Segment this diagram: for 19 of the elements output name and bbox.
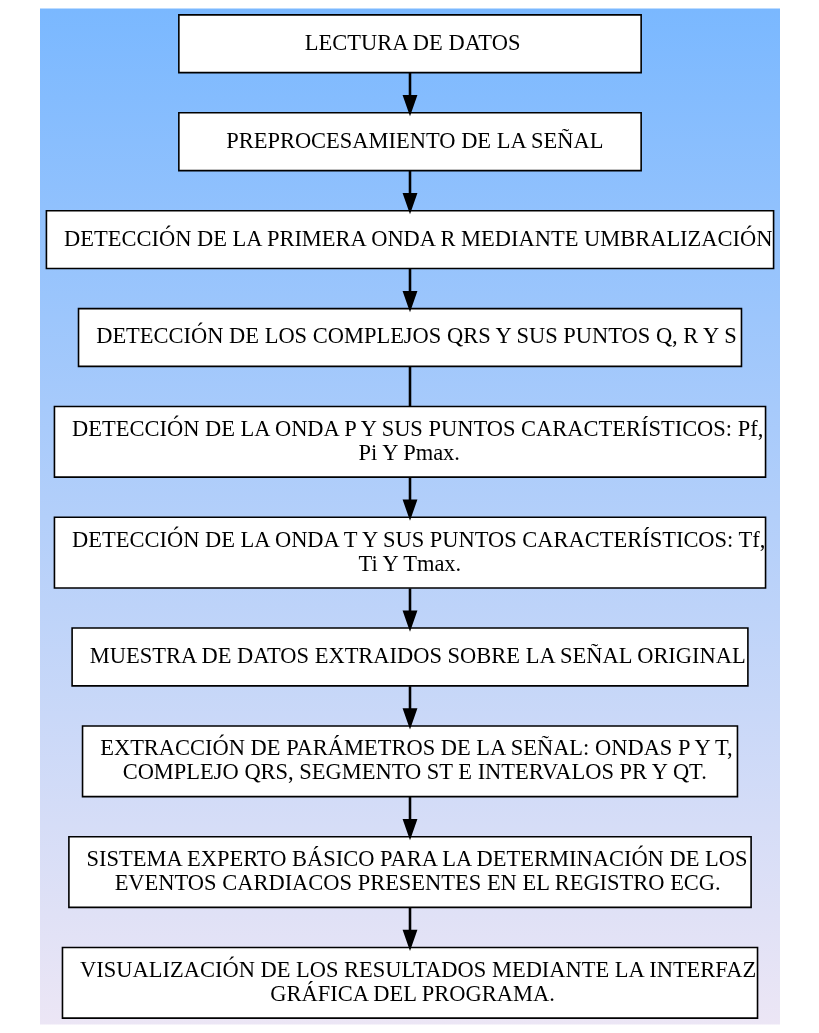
node-box: VISUALIZACIÓN DE LOS RESULTADOS MEDIANTE LA INTERFAZ GRÁFICA DEL PROGRAMA. [61,946,758,1019]
connector [408,366,411,407]
node-box: EXTRACCIÓN DE PARÁMETROS DE LA SEÑAL: ONDAS P Y T, COMPLEJO QRS, SEGMENTO ST E INTERVALOS PR Y QT. [81,725,738,798]
arrow [402,588,417,632]
arrow [402,796,417,841]
arrow [402,477,417,521]
arrow [402,268,417,313]
node-box: SISTEMA EXPERTO BÁSICO PARA LA DETERMINACIÓN DE LOS EVENTOS CARDIACOS PRESENTES EN EL REGISTRO ECG. [67,835,752,909]
node-box: DETECCIÓN DE LA PRIMERA ONDA R MEDIANTE UMBRALIZACIÓN [45,209,774,270]
arrow [402,907,417,951]
node-box: DETECCIÓN DE LA ONDA T Y SUS PUNTOS CARACTERÍSTICOS: Tf, Ti Y Tmax. [53,516,766,589]
arrow [402,72,417,117]
node-box: LECTURA DE DATOS [177,14,642,74]
node-box: DETECCIÓN DE LA ONDA P Y SUS PUNTOS CARACTERÍSTICOS: Pf, Pi Y Pmax. [53,405,766,478]
arrow [402,170,417,215]
arrow [402,686,417,730]
node-box: DETECCIÓN DE LOS COMPLEJOS QRS Y SUS PUNTOS Q, R Y S [77,307,742,368]
node-box: MUESTRA DE DATOS EXTRAIDOS SOBRE LA SEÑAL ORIGINAL [70,627,749,687]
node-box: PREPROCESAMIENTO DE LA SEÑAL [177,112,642,172]
